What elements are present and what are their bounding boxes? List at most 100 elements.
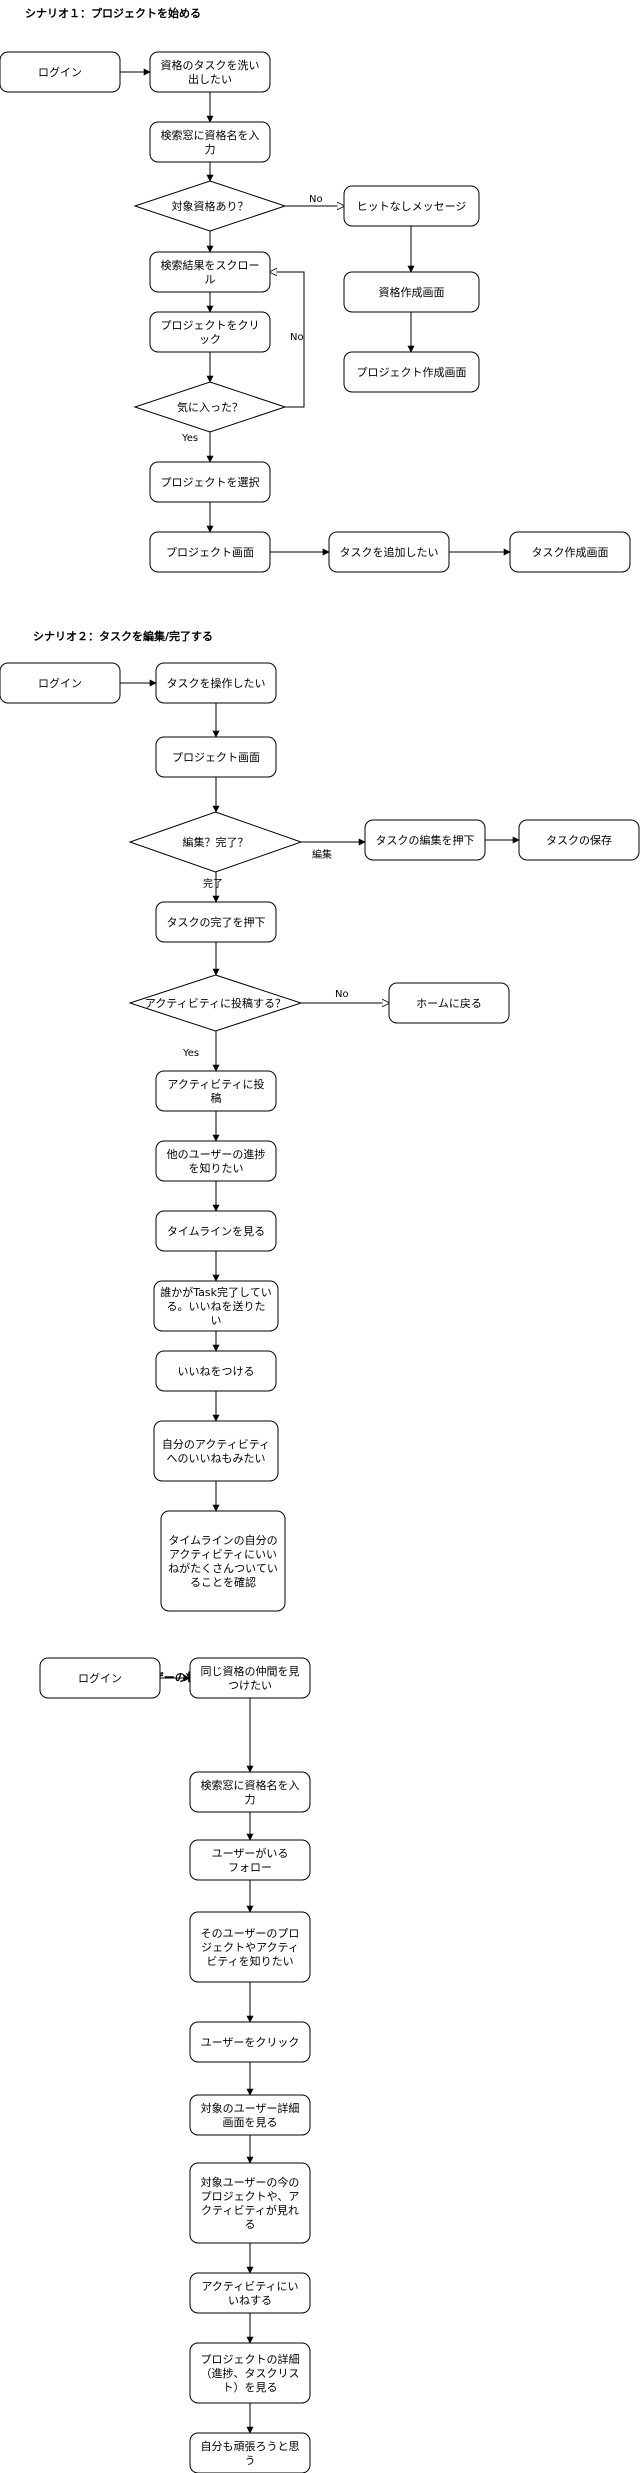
node-s2-pscreen: プロジェクト画面 <box>155 736 277 778</box>
edge-label-no: No <box>290 332 304 343</box>
node-text-line: 検索窓に資格名を入 <box>201 1778 300 1792</box>
node-text-line: 出したい <box>188 72 232 86</box>
node-s3-login: ログイン <box>39 1657 161 1699</box>
node-text-line: 自分も頑張ろうと思 <box>201 2440 300 2453</box>
node-text-line: アクティビティにいい <box>169 1548 277 1561</box>
node-text-line: ることを確認 <box>190 1575 256 1589</box>
node-text-line: プロジェクトの詳細 <box>201 2352 300 2366</box>
node-text-line: ヒットなしメッセージ <box>357 200 467 213</box>
node-s1-nohit: ヒットなしメッセージ <box>343 185 480 227</box>
node-text-line: 対象のユーザー詳細 <box>201 2101 300 2115</box>
node-text-line: 自分のアクティビティ <box>162 1438 270 1451</box>
node-text-line: プロジェクトや、ア <box>201 2190 300 2203</box>
edge-arrow-9 <box>270 272 305 408</box>
node-s2-post: アクティビティに投稿する？ <box>128 974 303 1032</box>
node-text-line: る <box>245 2218 256 2231</box>
node-s2-timeline: タイムラインを見る <box>155 1210 277 1252</box>
node-text-line: プロジェクト画面 <box>172 751 260 764</box>
node-text-line: う <box>245 2454 256 2467</box>
node-text-line: タイムラインの自分の <box>168 1534 277 1547</box>
node-text-line: タスク作成画面 <box>532 546 609 559</box>
edge-label-yes: Yes <box>182 1048 199 1059</box>
node-text-line: アクティビティにい <box>201 2280 298 2293</box>
node-text-line: へのいいねもみたい <box>167 1452 266 1465</box>
node-text-line: い <box>211 1314 222 1327</box>
node-text-line: つけたい <box>228 1679 272 1692</box>
node-text-line: タイムラインを見る <box>167 1225 265 1238</box>
node-s1-like: 気に入った？ <box>133 381 287 433</box>
node-text-line: 他のユーザーの進捗 <box>167 1147 266 1161</box>
node-s1-pscreen: プロジェクト画面 <box>149 531 271 573</box>
node-text-line: 稿 <box>211 1091 222 1105</box>
scenario-title-s2: シナリオ２：タスクを編集/完了する <box>33 629 213 643</box>
node-text-line: ログイン <box>78 1671 122 1685</box>
node-text-line: タスクを操作したい <box>167 676 266 690</box>
node-s2-save: タスクの保存 <box>518 819 640 861</box>
node-text-line: アクティビティに投稿する？ <box>145 996 286 1010</box>
node-s1-select: プロジェクトを選択 <box>149 461 271 503</box>
edge-label-edit: 編集 <box>312 848 332 861</box>
node-text-line: 気に入った？ <box>177 400 243 414</box>
node-text-line: 対象ユーザーの今の <box>201 2175 300 2189</box>
node-s2-editbtn: タスクの編集を押下 <box>364 819 486 861</box>
node-text-line: ユーザーをクリック <box>201 2036 300 2049</box>
node-text-line: ユーザーがいる <box>212 1846 289 1860</box>
node-text-line: ホームに戻る <box>416 997 482 1010</box>
node-text-line: （進捗、タスクリス <box>201 2366 300 2380</box>
node-s2-op: タスクを操作したい <box>155 662 277 704</box>
node-text-line: プロジェクトをクリ <box>161 319 260 332</box>
node-text-line: ル <box>205 273 216 286</box>
edge-label-yes: Yes <box>181 433 198 444</box>
node-s2-done: タスクの完了を押下 <box>155 901 277 943</box>
node-text-line: 力 <box>245 1793 256 1806</box>
node-s2-home: ホームに戻る <box>388 982 510 1024</box>
node-s2-login: ログイン <box>0 662 121 704</box>
scenario-title-s1: シナリオ１：プロジェクトを始める <box>25 6 201 20</box>
node-text-line: いねする <box>228 2294 272 2307</box>
node-s1-pcreate: プロジェクト作成画面 <box>343 351 480 393</box>
node-text-line: 編集？完了？ <box>183 835 249 849</box>
node-s1-addtask: タスクを追加したい <box>328 531 450 573</box>
node-text-line: いいねをつける <box>178 1365 255 1378</box>
node-text-line: 検索結果をスクロー <box>161 258 260 272</box>
edge-label-done: 完了 <box>203 877 223 890</box>
node-text-line: フォロー <box>228 1861 272 1874</box>
node-s3-click: ユーザーをクリック <box>189 2021 311 2063</box>
node-text-line: 資格のタスクを洗い <box>161 58 260 72</box>
node-text-line: ト）を見る <box>223 2381 278 2394</box>
node-text-line: ック <box>199 333 221 346</box>
node-text-line: 誰かがTask完了してい <box>160 1285 271 1299</box>
node-text-line: タスクの保存 <box>546 833 612 847</box>
node-s2-edit: 編集？完了？ <box>128 811 303 873</box>
node-s2-givelike: いいねをつける <box>155 1350 277 1392</box>
node-text-line: タスクを追加したい <box>340 545 439 559</box>
node-text-line: 検索窓に資格名を入 <box>161 128 260 142</box>
node-text-line: そのユーザーのプロ <box>201 1927 300 1940</box>
node-text-line: ジェクトやアクティ <box>201 1941 299 1954</box>
node-text-line: クティビティが見れ <box>201 2203 299 2217</box>
node-text-line: を知りたい <box>189 1161 244 1175</box>
node-text-line: プロジェクトを選択 <box>161 475 260 489</box>
node-text-line: ログイン <box>38 676 82 690</box>
node-text-line: ビティを知りたい <box>206 1954 293 1968</box>
edge-label-no: No <box>335 989 349 1000</box>
node-text-line: 資格作成画面 <box>379 285 445 299</box>
node-s2-posted: アクティビティに投稿 <box>155 1070 277 1112</box>
node-text-line: 画面を見る <box>223 2116 278 2129</box>
edge-label-no: No <box>309 194 323 205</box>
node-text-line: 対象資格あり？ <box>172 199 249 213</box>
